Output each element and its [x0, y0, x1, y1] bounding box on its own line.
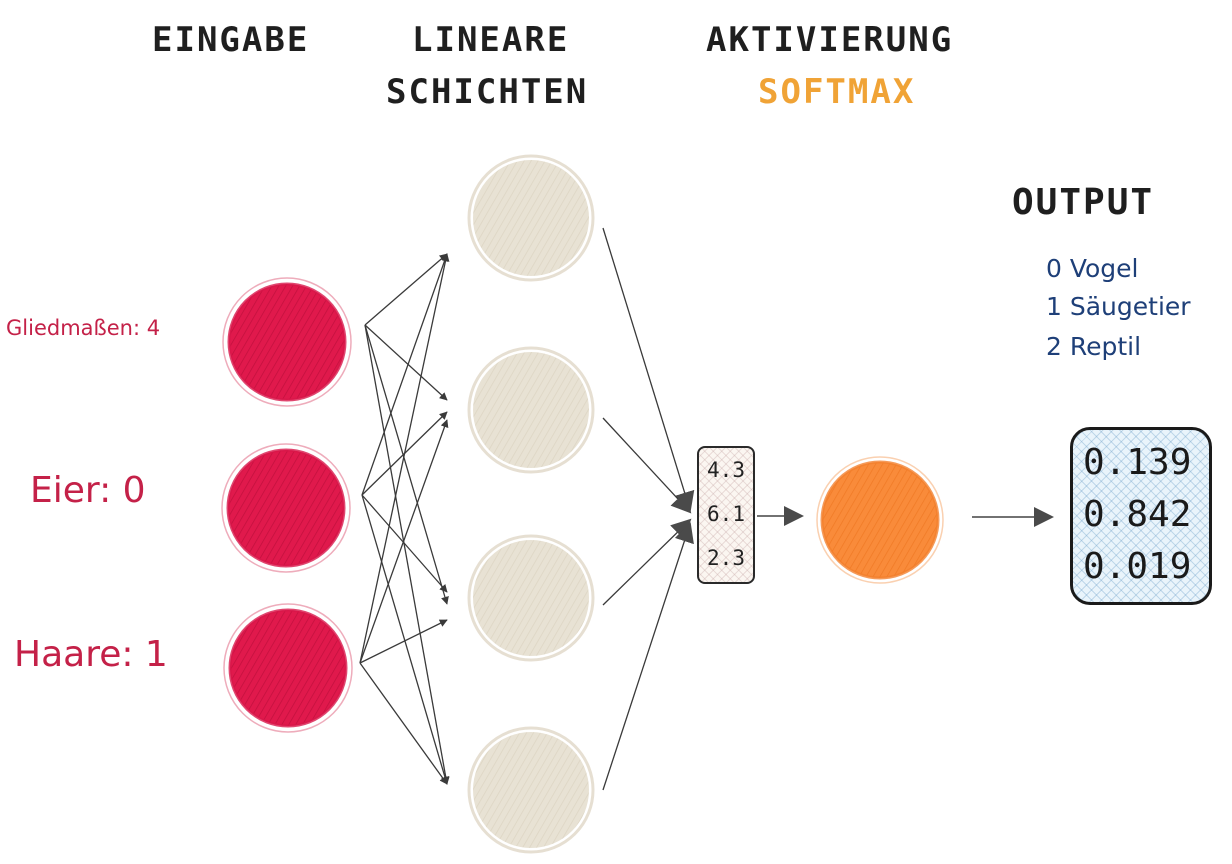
edge: [602, 522, 694, 791]
legend-line: 2 Reptil: [1046, 332, 1142, 361]
hidden-node: [467, 726, 595, 854]
input-label-gliedmassen: Gliedmaßen: 4: [6, 316, 161, 340]
legend-line: 1 Säugetier: [1046, 292, 1191, 321]
header-aktivierung: AKTIVIERUNG: [706, 20, 954, 60]
input-label-eier: Eier: 0: [30, 470, 146, 511]
edge: [602, 417, 692, 514]
edge: [364, 324, 450, 785]
header-eingabe: EINGABE: [152, 20, 310, 60]
logit-value: 6.1: [707, 502, 745, 526]
edge: [359, 253, 450, 664]
input-node: [221, 443, 351, 573]
edge: [359, 619, 448, 664]
hidden-node: [467, 346, 595, 474]
probability-value: 0.842: [1083, 494, 1192, 535]
logit-value: 4.3: [707, 458, 745, 482]
edge: [364, 324, 449, 605]
header-schichten: SCHICHTEN: [386, 72, 589, 112]
edge: [359, 419, 449, 664]
legend-line: 0 Vogel: [1046, 254, 1139, 283]
edge: [364, 253, 448, 326]
edge: [361, 494, 449, 785]
input-node: [222, 277, 352, 407]
hidden-node: [467, 534, 595, 662]
edge: [602, 227, 695, 512]
hidden-logit-edges: [602, 227, 695, 791]
edge: [364, 324, 448, 401]
logit-value: 2.3: [707, 546, 745, 570]
header-output: OUTPUT: [1012, 182, 1155, 223]
hidden-node: [467, 154, 595, 282]
header-lineare: LINEARE: [412, 20, 570, 60]
edge: [361, 494, 448, 593]
logits-vector: 4.3 6.1 2.3: [697, 446, 755, 584]
probability-vector: 0.139 0.842 0.019: [1070, 427, 1212, 605]
softmax-node: [816, 456, 944, 584]
input-label-haare: Haare: 1: [14, 634, 168, 675]
probability-value: 0.019: [1083, 546, 1192, 587]
edge: [359, 662, 448, 785]
edge: [361, 253, 449, 496]
header-softmax: SOFTMAX: [758, 72, 916, 112]
input-hidden-edges: [359, 253, 450, 785]
probability-value: 0.139: [1083, 442, 1192, 483]
input-node: [223, 603, 353, 733]
